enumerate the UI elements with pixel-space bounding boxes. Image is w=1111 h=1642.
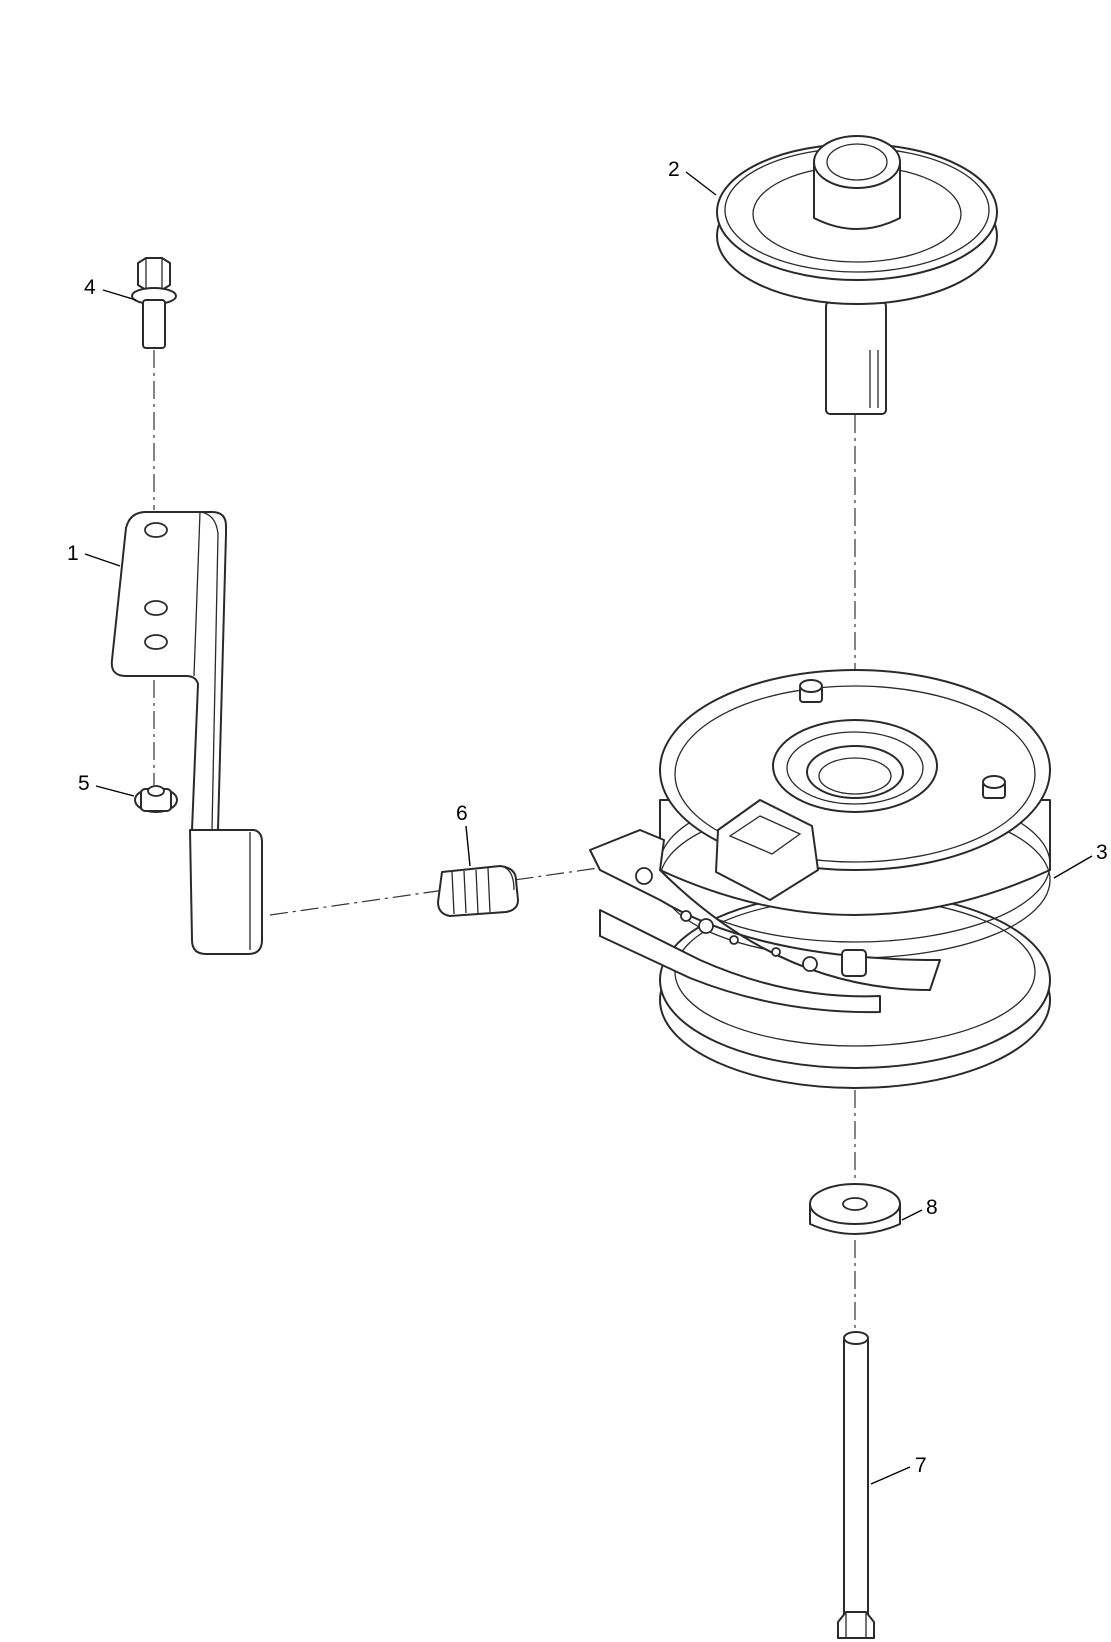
flange-nut-part xyxy=(134,785,178,813)
callout-1: 1 xyxy=(67,542,121,567)
callout-6-label: 6 xyxy=(456,802,468,825)
clutch-part xyxy=(589,669,1051,1089)
callout-3-label: 3 xyxy=(1096,841,1108,864)
callout-8-label: 8 xyxy=(926,1196,938,1219)
callout-6: 6 xyxy=(456,802,471,867)
callout-2: 2 xyxy=(668,158,717,196)
callouts: 1 2 3 4 5 6 7 8 xyxy=(67,158,1108,1485)
callout-3-leader xyxy=(1053,855,1093,879)
callout-4-label: 4 xyxy=(84,276,96,299)
callout-5-label: 5 xyxy=(78,772,90,795)
callout-5-leader xyxy=(95,785,135,797)
callout-8: 8 xyxy=(901,1196,938,1221)
bushing-part xyxy=(437,865,519,917)
callout-1-label: 1 xyxy=(67,542,79,565)
callout-4-leader xyxy=(102,289,137,301)
callout-6-leader xyxy=(465,825,471,867)
callout-7-leader xyxy=(870,1466,911,1485)
callout-7-label: 7 xyxy=(915,1454,927,1477)
callout-5: 5 xyxy=(78,772,135,797)
callout-7: 7 xyxy=(870,1454,927,1485)
callout-2-leader xyxy=(685,171,717,196)
long-hex-bolt-part xyxy=(837,1331,875,1639)
pulley-part xyxy=(716,135,998,415)
callout-2-label: 2 xyxy=(668,158,680,181)
callout-8-leader xyxy=(901,1209,923,1221)
bracket-part xyxy=(110,511,263,955)
callout-1-leader xyxy=(84,553,121,567)
callout-4: 4 xyxy=(84,276,137,301)
spacer-washer-part xyxy=(809,1183,901,1235)
callout-3: 3 xyxy=(1053,841,1108,879)
flange-bolt-part xyxy=(131,257,177,349)
